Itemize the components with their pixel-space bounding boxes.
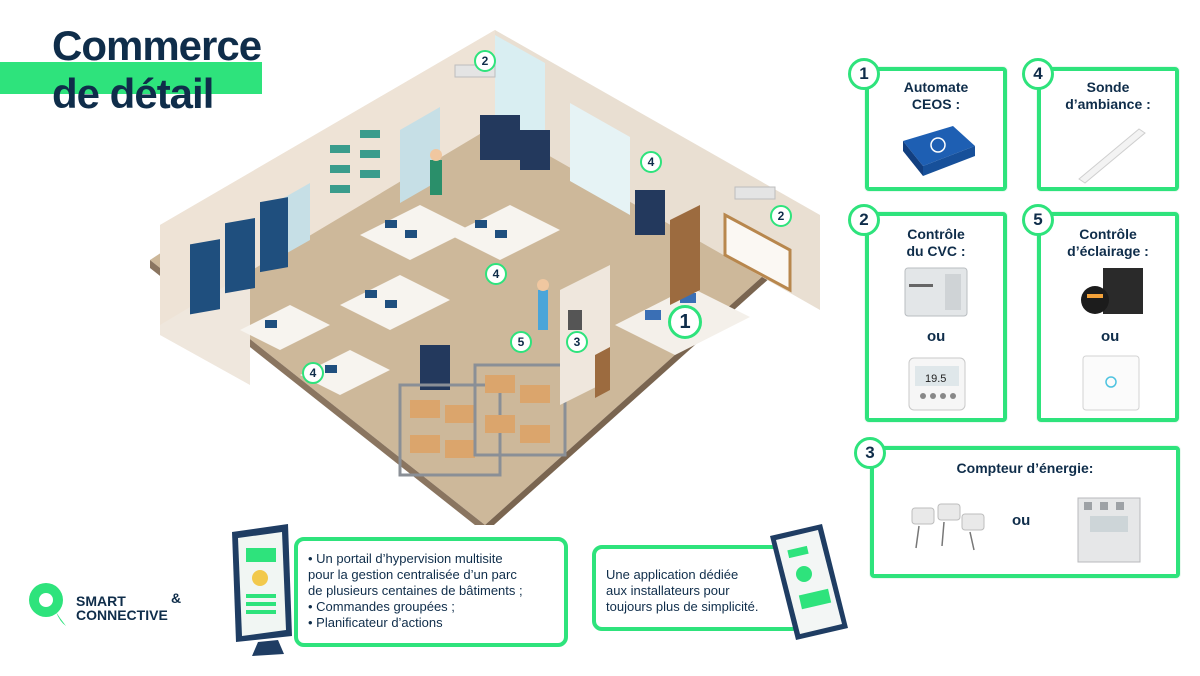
hvac-module-icon [904,267,968,317]
ambient-sensor-icon [1078,128,1146,184]
store-illustration: 2 4 2 4 4 5 3 1 [130,25,820,533]
title-line-2: de détail [52,70,214,117]
portal-monitor-icon [232,524,292,656]
scene-badge-lighting: 5 [510,331,532,353]
scene-badge-hvac-2: 2 [770,205,792,227]
page-title: Commerce de détail [52,22,262,118]
portal-line-1: • Un portail d’hypervision multisite [308,551,503,566]
lighting-module-icon [1081,268,1143,314]
touch-switch-icon [1082,355,1140,411]
title-line-1: Commerce [52,22,262,69]
logo-line-2: CONNECTIVE [76,607,168,623]
card-automate: Automate CEOS : [865,67,1007,191]
portal-line-3: de plusieurs centaines de bâtiments ; [308,583,523,598]
card-cvc-or: ou [927,328,946,345]
portal-line-4: • Commandes groupées ; [308,599,455,614]
logo-ampersand: & [171,590,182,606]
ceos-controller-icon [903,126,975,176]
portal-info-box: • Un portail d’hypervision multisite pou… [294,537,568,647]
card-compteur-or: ou [1012,512,1031,529]
card-compteur-title: Compteur d’énergie: [956,460,1094,476]
card-eclairage-or: ou [1101,328,1120,345]
app-line-2: aux installateurs pour [606,583,730,598]
card-eclairage: Contrôle d’éclairage : ou [1037,212,1179,422]
card-sonde: Sonde d’ambiance : [1037,67,1179,191]
app-info-box: Une application dédiée aux installateurs… [592,545,802,631]
card-automate-number: 1 [848,58,880,90]
scene-badge-sensor-3: 4 [302,362,324,384]
din-meter-icon [1077,497,1141,563]
clamp-meter-icon [911,503,985,551]
thermostat-display: 19.5 [925,373,946,385]
scene-badge-sensor-1: 4 [640,151,662,173]
thermostat-icon: 19.5 [908,357,966,411]
portal-line-2: pour la gestion centralisée d’un parc [308,567,517,582]
store-floor-plan [150,30,820,533]
app-line-1: Une application dédiée [606,567,739,582]
card-sonde-number: 4 [1022,58,1054,90]
scene-badge-sensor-2: 4 [485,263,507,285]
scene-badge-meter: 3 [566,331,588,353]
logo-line-1: SMART [76,593,126,609]
card-eclairage-number: 5 [1022,204,1054,236]
title-highlight-bar [0,62,262,94]
card-automate-title: Automate CEOS : [903,79,969,112]
app-line-3: toujours plus de simplicité. [606,599,759,614]
scene-badge-hvac-1: 2 [474,50,496,72]
smart-connective-logo-icon [29,583,66,626]
card-cvc: Contrôle du CVC : ou 19.5 [865,212,1007,422]
mobile-app-phone-icon [770,524,848,640]
card-cvc-title: Contrôle du CVC : [906,226,966,259]
card-cvc-number: 2 [848,204,880,236]
card-compteur: Compteur d’énergie: ou [870,446,1180,578]
card-compteur-number: 3 [854,437,886,469]
card-sonde-title: Sonde d’ambiance : [1065,79,1151,112]
portal-line-5: • Planificateur d’actions [308,615,443,630]
scene-badge-controller: 1 [668,305,702,339]
card-eclairage-title: Contrôle d’éclairage : [1067,226,1149,259]
